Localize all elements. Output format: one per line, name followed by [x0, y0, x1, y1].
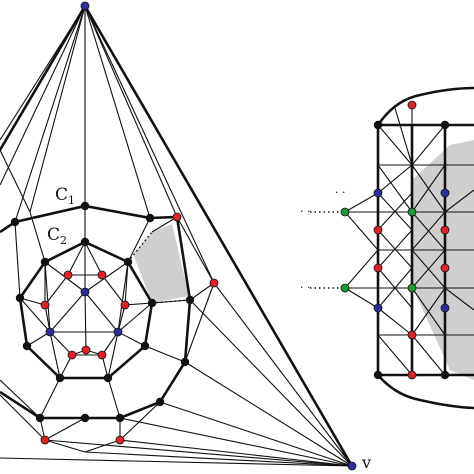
vertex: [97, 350, 107, 360]
red-vertices: [40, 100, 450, 445]
vertex: [97, 270, 107, 280]
vertex: [55, 373, 65, 383]
vertex: [373, 225, 383, 235]
black-vertices: [10, 120, 450, 423]
vertex: [103, 373, 113, 383]
vertex: [120, 300, 130, 310]
label-c2: C2: [47, 225, 67, 247]
vertex: [113, 327, 123, 337]
vertex: [80, 237, 90, 247]
thin-edges: [0, 5, 474, 467]
vertex: [172, 212, 182, 222]
vertex: [407, 370, 417, 380]
vertex: [45, 327, 55, 337]
vertex: [40, 257, 50, 267]
vertex: [407, 207, 417, 217]
vertex: [340, 207, 350, 217]
ellipsis-mid: · ·: [300, 205, 311, 218]
shaded-face-left: [133, 224, 189, 303]
vertex: [123, 257, 133, 267]
vertex: [180, 357, 190, 367]
vertex: [10, 217, 20, 227]
vertex: [155, 397, 165, 407]
label-v: v: [361, 453, 371, 472]
vertex: [373, 370, 383, 380]
vertex: [185, 295, 195, 305]
vertex: [373, 303, 383, 313]
vertex: [15, 293, 25, 303]
blue-vertices: [45, 1, 450, 471]
vertex: [440, 120, 450, 130]
vertex: [407, 330, 417, 340]
vertex-v: [347, 461, 357, 471]
vertex: [340, 283, 350, 293]
vertex-apex: [80, 1, 90, 11]
vertex: [440, 303, 450, 313]
vertex: [80, 287, 90, 297]
label-c1: C1: [55, 185, 75, 207]
cycle-c2: [18, 240, 154, 380]
vertex: [373, 263, 383, 273]
vertex: [115, 413, 125, 423]
vertex: [35, 413, 45, 423]
vertex: [63, 270, 73, 280]
vertex: [440, 188, 450, 198]
vertex: [407, 100, 417, 110]
vertex: [80, 413, 90, 423]
vertex: [373, 188, 383, 198]
vertex: [147, 298, 157, 308]
vertex: [40, 435, 50, 445]
ellipsis-top: · ·: [335, 186, 346, 199]
vertex: [145, 213, 155, 223]
vertex: [81, 345, 91, 355]
vertex: [440, 370, 450, 380]
dotted-edges: [127, 211, 345, 304]
thick-edges: [0, 5, 474, 467]
shaded-face-right: [412, 140, 474, 380]
ellipsis-bottom: · ·: [300, 281, 311, 294]
vertex: [373, 120, 383, 130]
vertex: [67, 350, 77, 360]
green-vertices: [340, 207, 417, 293]
vertex: [140, 341, 150, 351]
labels: C1 C2 v · · · · · ·: [47, 185, 371, 472]
vertex: [440, 263, 450, 273]
vertex: [115, 435, 125, 445]
shaded-regions: [133, 140, 474, 380]
vertex: [80, 201, 90, 211]
vertex: [407, 283, 417, 293]
vertex: [22, 341, 32, 351]
vertex: [40, 300, 50, 310]
vertex: [209, 278, 219, 288]
vertex: [440, 225, 450, 235]
